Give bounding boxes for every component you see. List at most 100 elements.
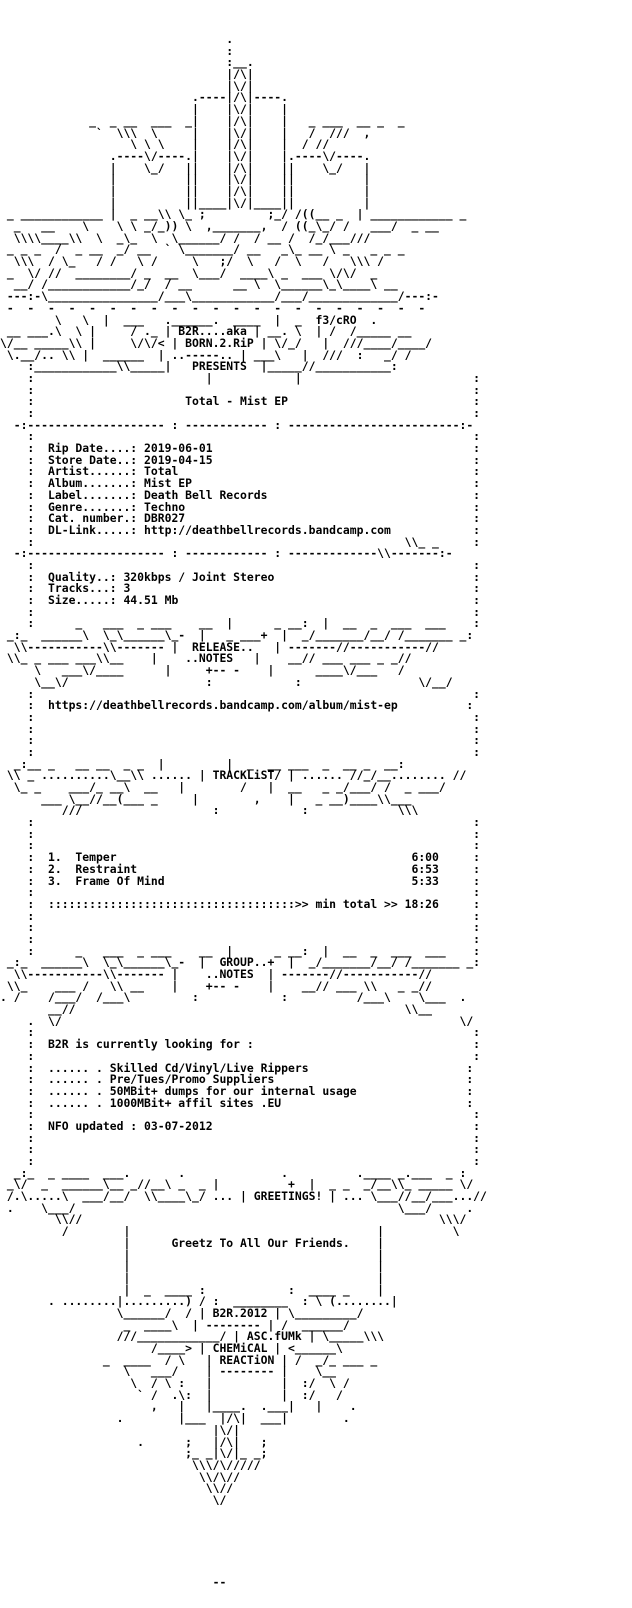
nfo-line: \\_ ___ / \\ __ | +-- - | __// ___ \\ _ … [0,978,433,993]
nfo-line: | ||____|\/|____|| | [0,195,371,210]
nfo-line: | \_/ || |/\| || \_/ | [0,160,371,175]
nfo-line: : ...... . Skilled Cd/Vinyl/Live Rippers… [0,1060,474,1075]
nfo-line: \.__/.. \\ | ______ | ..-----.. | ___\ |… [0,347,412,362]
nfo-line: _:_ ______\ \_\______\_- | _ ___+ | _/__… [0,628,474,643]
nfo-line: -:-------------------- : ------------ : … [0,417,474,432]
nfo-line: _ ____\ | -------- | / ______/ [0,1317,350,1332]
nfo-line: : 1. Temper 6:00 : [0,850,481,865]
nfo-line: \\/\// [0,1469,241,1484]
nfo-line: . |___ |/\| ___| . [0,1411,350,1426]
nfo-line: : https://deathbellrecords.bandcamp.com/… [0,698,474,713]
nfo-line: : _ ___ _ ___ __ | _ __: | __ _ ___ ___ … [0,943,481,958]
nfo-line: __// \\__ [0,1002,433,1017]
nfo-line: : : [0,885,481,900]
nfo-line: : : [0,815,481,830]
nfo-line: /____> | CHEMiCAL | <______\ [0,1341,343,1355]
nfo-line: : : [0,709,481,724]
nfo-line: | Greetz To All Our Friends. | [0,1235,385,1250]
nfo-line: ` \\\ \ | |\/| | / /// , [0,125,371,140]
nfo-line: : Rip Date....: 2019-06-01 : [0,441,481,456]
nfo-line: . / /___/ /___\ : : /___\ \___ . [0,990,467,1005]
nfo-line: : Tracks...: 3 : [0,581,481,596]
nfo-line: _ \/ // ________/ _ __ \___/ ____\ _ ___… [0,265,378,280]
nfo-line: : Store Date..: 2019-04-15 : [0,452,481,467]
nfo-line: : ...... . 50MBit+ dumps for our interna… [0,1083,474,1098]
nfo-line: \ \ | ___ .______. ____ | _ f3/cRO . [0,312,378,327]
nfo-line: \\\/\///// [0,1457,261,1472]
nfo-line: : Cat. number.: DBR027 : [0,511,481,526]
nfo-line: : \\_ _ : [0,534,481,549]
nfo-line: / | | \ [0,1224,460,1239]
nfo-line: : _ ___ _ ___ __ | _ __: | __ _ ___ ___ … [0,616,481,631]
nfo-line: \ / \ : | | :/ \ / [0,1376,350,1391]
nfo-line [0,1542,632,1554]
nfo-line: \\-----------\\------- | ..NOTES | -----… [0,967,433,981]
nfo-line: \______/ / | B2R.2012 | \_________/ [0,1305,364,1320]
nfo-line: _ __ \ \ \ _/_)) \ ,_______, / ((_\_/ / … [0,219,439,233]
nfo-line: : : [0,826,481,841]
nfo-line: -:-------------------- : ------------ : … [0,546,453,561]
nfo-line: _ ____________ | _ __\\ \_ ; ;_/ /((__ _… [0,207,467,222]
nfo-line: \/ [0,1492,227,1507]
nfo-line: :____________\\_____| PRESENTS |_____//_… [0,359,398,374]
nfo-line: \/__ _____\\ | \/\/< | BORN.2.RiP | \/_/… [0,335,433,350]
nfo-line: |\/| [0,1422,241,1437]
nfo-line: | _ ____ : : ____ _ | [0,1282,385,1297]
nfo-line: . ; |/\| ; [0,1434,268,1449]
nfo-line: : 2. Restraint 6:53 : [0,861,481,876]
nfo-line: : Size.....: 44.51 Mb : [0,593,481,607]
nfo-line: _ _ __ ___ _| |/\| | _ ___ __ _ _ [0,113,405,128]
nfo-art: . : :__. |/\| |\/| .----|/\|----. [0,33,632,1589]
nfo-line: . ........|.........) / : ________ : \ (… [0,1294,398,1309]
nfo-line: : Genre.......: Techno : [0,499,481,514]
nfo-line: : B2R is currently looking for : : [0,1037,481,1052]
nfo-line: : : [0,920,481,935]
nfo-line: : : [0,908,481,923]
nfo-line: .----|/\|----. [0,90,289,105]
nfo-line: \\_ _ ___ ___\\__ | ..NOTES | __// ___ _… [0,651,412,666]
nfo-line: \__\/ : : \/__/ [0,674,453,689]
nfo-line: \ ___/ | -------- | \__ [0,1364,337,1379]
nfo-line: : : [0,406,481,420]
nfo-line: : : [0,721,481,736]
nfo-line: | | [0,1247,385,1262]
nfo-line [0,1507,632,1519]
nfo-line: : : [0,733,481,748]
nfo-line: -- [0,1574,227,1589]
nfo-line: _ _ _ / _ __ _/ __ ` \_______/ __ _\_ __… [0,242,405,257]
nfo-line: : [0,43,234,58]
nfo-line: : : [0,557,481,572]
nfo-line: \\\\____\\ \ _\_ \ \______/ / / __ / /_/… [0,230,371,245]
nfo-line: ___ \__//__(___ _ | , | _ __)____\\___ [0,791,412,806]
nfo-line: | || |\/| || | [0,172,371,187]
nfo-line: : : [0,1142,481,1157]
nfo-line: : : [0,1107,481,1122]
nfo-line [0,1530,632,1542]
nfo-line: . \___/ \___/ . [0,1200,474,1215]
nfo-line [0,1553,632,1565]
nfo-line: : : [0,429,481,444]
nfo-line: : : [0,1154,481,1168]
nfo-line: : Quality..: 320kbps / Joint Stereo : [0,569,481,584]
nfo-line: | || |/\| || | [0,183,371,198]
nfo-line: ;_ _|\/|_ _; [0,1446,268,1461]
nfo-line: : Total - Mist EP : [0,394,481,409]
nfo-line: : ...... . Pre/Tues/Promo Suppliers : [0,1072,474,1087]
nfo-line: : : [0,1130,481,1145]
nfo-line: /// : : \\\ [0,803,419,818]
nfo-line: | | [0,1270,385,1285]
nfo-line: ---:-\________________/___\____________/… [0,289,439,304]
nfo-line: :__. [0,55,254,70]
nfo-line: : : [0,838,481,853]
nfo-line: \\-----------\\------- | RELEASE.. | ---… [0,639,439,654]
nfo-line: : Label.......: Death Bell Records : [0,487,481,502]
nfo-line: _:_ _ ____ ___. . . .____ _.___ _ : [0,1165,467,1180]
nfo-line: |\/| [0,78,254,93]
nfo-line: _ ____ / \ | REACTiON | / _/_ ___ _ [0,1352,378,1367]
nfo-line: : | | : [0,370,481,385]
nfo-line: : DL-Link.....: http://deathbellrecords.… [0,522,481,537]
nfo-line: /.\.....\ ___/__/ \\____\_/ ... | GREETI… [0,1189,487,1204]
nfo-line: _\/ _ ______\__ _//__\ _ _ | + | _ _ _/_… [0,1177,474,1192]
nfo-line: |/\| [0,67,254,82]
nfo-line: \\\ / \_ / / \ / \ ;/ \ / \ / \\\ / [0,254,385,269]
